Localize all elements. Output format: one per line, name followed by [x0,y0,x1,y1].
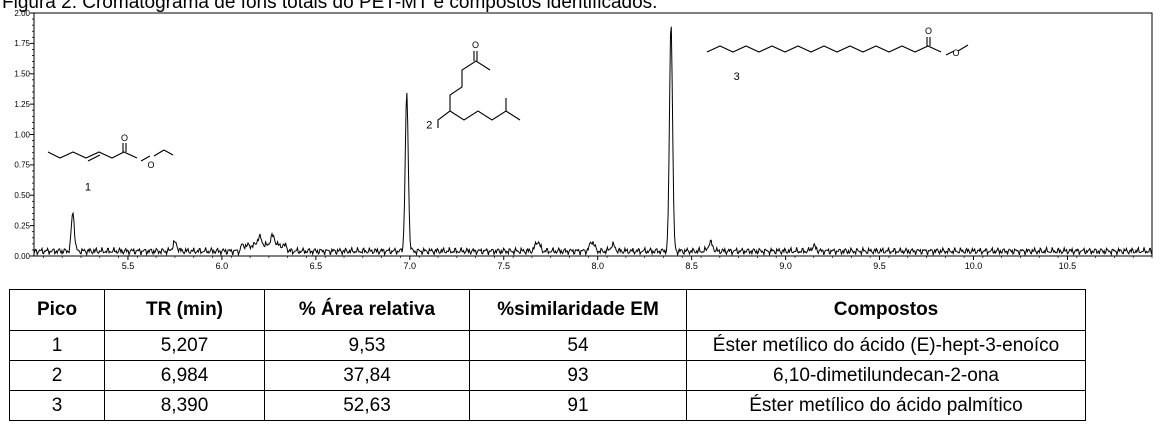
x-tick-label: 7.0 [404,261,417,271]
cell-tr: 8,390 [104,390,265,421]
cell-area: 9,53 [264,330,470,361]
peak-label: 1 [85,181,91,193]
x-tick-label: 6.5 [310,261,323,271]
peak-label: 2 [426,119,432,131]
cell-area: 37,84 [264,360,470,391]
structure-compound-1 [47,143,174,162]
cell-similaridade: 54 [469,330,687,361]
results-table: Pico TR (min) % Área relativa %similarid… [9,289,1086,421]
cell-similaridade: 93 [469,360,687,391]
x-tick-label: 10.0 [965,261,983,271]
chromatogram-trace [33,26,1153,257]
y-tick-label: 0.00 [14,252,30,261]
cell-composto: Éster metílico do ácido palmítico [686,390,1086,421]
peak-label: 3 [734,71,740,83]
column-header-tr: TR (min) [104,289,265,331]
x-tick-label: 5.5 [122,261,135,271]
x-tick-label: 7.5 [497,261,510,271]
x-tick-label: 10.5 [1059,261,1077,271]
oxygen-label: O [147,160,154,170]
y-tick-label: 2.00 [14,9,30,18]
column-header-pico: Pico [9,289,105,331]
x-tick-label: 9.0 [779,261,792,271]
cell-composto: Éster metílico do ácido (E)-hept-3-enoíc… [686,330,1086,361]
table-row: 1 5,207 9,53 54 Éster metílico do ácido … [9,330,1086,361]
column-header-area: % Área relativa [264,289,470,331]
oxygen-label: O [472,40,479,50]
cell-tr: 5,207 [104,330,265,361]
y-tick-label: 0.75 [14,161,30,170]
chromatogram-chart: 0.00 0.25 0.50 0.75 1.00 1.25 1.50 1.75 2.00 5.5 6… [14,9,1153,271]
plot-frame [33,12,1153,257]
x-tick-label: 8.0 [591,261,604,271]
cell-pico: 1 [9,330,105,361]
table-row: 3 8,390 52,63 91 Éster metílico do ácido… [9,390,1086,421]
oxygen-label: O [925,26,932,36]
x-tick-label: 6.0 [216,261,229,271]
oxygen-label: O [952,48,959,58]
cell-pico: 3 [9,390,105,421]
chemical-structures: O O O O O [47,26,969,170]
table-row: 2 6,984 37,84 93 6,10-dimetilundecan-2-o… [9,360,1086,391]
structure-compound-2 [437,51,521,128]
cell-tr: 6,984 [104,360,265,391]
y-tick-label: 0.25 [14,221,30,230]
chromatogram-trace-group [33,26,1153,257]
x-tick-label: 9.5 [873,261,886,271]
cell-composto: 6,10-dimetilundecan-2-ona [686,360,1086,391]
peak-labels: 1 2 3 [85,71,740,194]
y-tick-label: 1.25 [14,100,30,109]
column-header-similaridade: %similaridade EM [469,289,687,331]
structure-compound-3 [706,37,969,56]
x-tick-label: 8.5 [685,261,698,271]
column-header-compostos: Compostos [686,289,1086,331]
cell-similaridade: 91 [469,390,687,421]
y-tick-label: 0.50 [14,191,30,200]
figure-caption: Figura 2. Cromatograma de íons totais do… [2,0,658,13]
axes: 0.00 0.25 0.50 0.75 1.00 1.25 1.50 1.75 2.00 5.5 6… [14,9,1153,271]
table-header-row: Pico TR (min) % Área relativa %similarid… [9,289,1086,331]
y-tick-label: 1.00 [14,130,30,139]
y-tick-label: 1.75 [14,39,30,48]
cell-pico: 2 [9,360,105,391]
oxygen-label: O [121,133,128,143]
y-tick-label: 1.50 [14,70,30,79]
cell-area: 52,63 [264,390,470,421]
